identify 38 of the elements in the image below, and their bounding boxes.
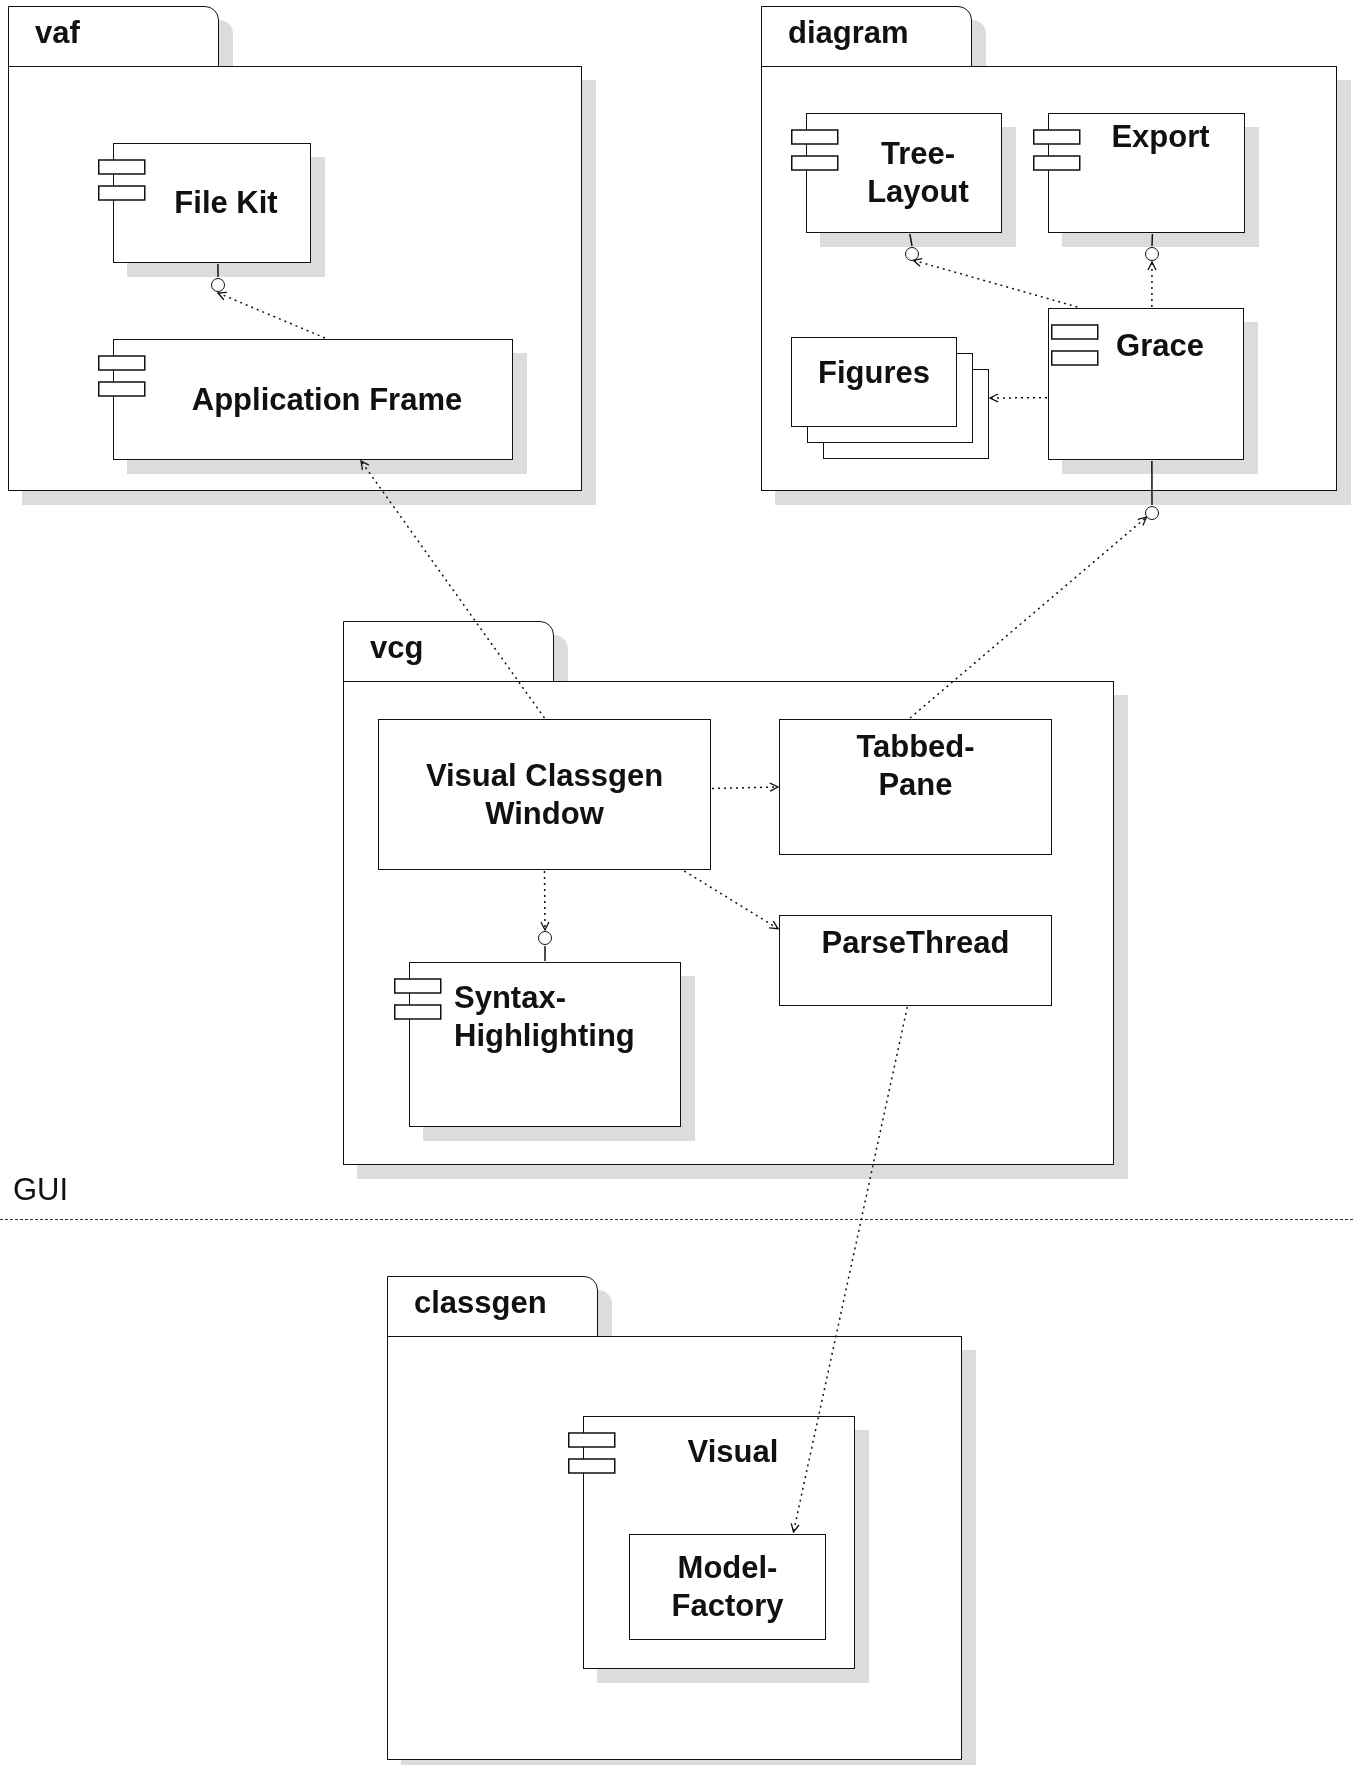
connector-line	[1151, 460, 1153, 506]
dependency-arrow	[217, 291, 326, 339]
connector-line	[909, 233, 913, 247]
package-name: vaf	[35, 15, 80, 50]
class-box	[779, 915, 1052, 1006]
class-box	[378, 719, 711, 870]
dependency-arrow	[540, 870, 550, 931]
class-box	[779, 719, 1052, 855]
connector-line	[544, 945, 546, 962]
component-name: File Kit	[174, 184, 278, 222]
component-name: Export	[1111, 118, 1210, 156]
component-name: ParseThread	[821, 924, 1010, 962]
component-name: Grace	[1116, 327, 1204, 365]
dependency-arrow	[790, 1006, 909, 1533]
component-name: Visual Classgen Window	[424, 756, 665, 833]
component-name: Tabbed-Pane	[855, 728, 976, 804]
dependency-arrow	[909, 516, 1148, 719]
component-name: Tree-Layout	[866, 135, 970, 211]
dependency-arrow	[683, 870, 779, 930]
class-box	[629, 1534, 826, 1640]
stacked-boxes	[791, 337, 989, 459]
layer-label: GUI	[13, 1172, 69, 1208]
component-name: Visual	[687, 1433, 779, 1471]
dependency-arrow	[1147, 261, 1157, 308]
package-name: diagram	[788, 15, 909, 50]
component-name: Application Frame	[191, 380, 463, 419]
component-name: Model-Factory	[670, 1549, 785, 1625]
dependency-arrow	[360, 460, 546, 719]
connector-line	[1151, 233, 1154, 247]
package-name: classgen	[414, 1285, 547, 1320]
dependency-arrow	[989, 393, 1048, 403]
dependency-arrow	[711, 782, 779, 792]
component-name: Figures	[818, 354, 930, 392]
component-name: Syntax-Highlighting	[454, 979, 636, 1055]
connector-line	[217, 263, 219, 278]
dependency-arrow	[912, 258, 1079, 308]
interface-circle	[1145, 506, 1159, 520]
package-name: vcg	[370, 630, 424, 665]
